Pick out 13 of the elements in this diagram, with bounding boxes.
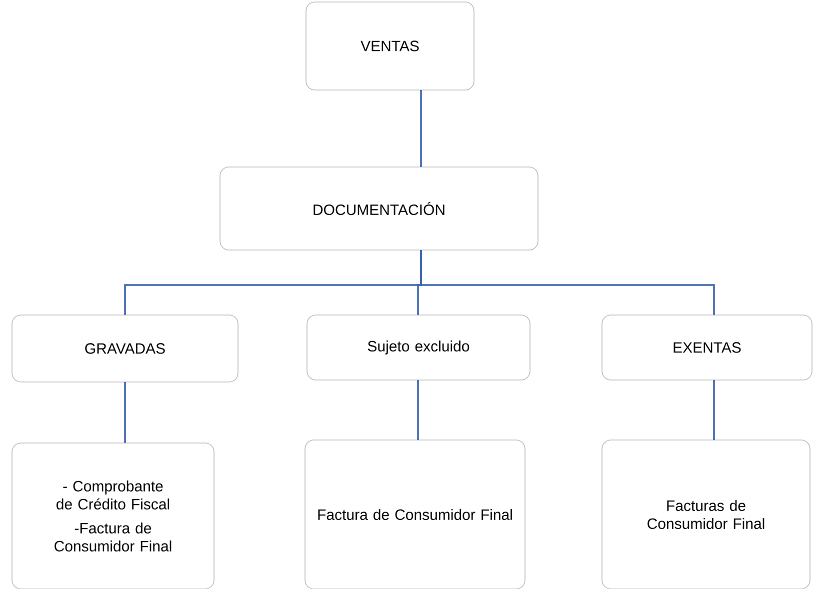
connector-line (420, 250, 715, 315)
box: EXENTAS (602, 314, 812, 380)
box: GRAVADAS (12, 314, 238, 382)
connector-line (417, 380, 419, 440)
box: Factura de Consumidor Final (304, 440, 526, 589)
box: Facturas de Consumidor Final (602, 440, 810, 589)
connector-line (420, 90, 422, 167)
box: DOCUMENTACIÓN (220, 166, 538, 250)
box: - Comprobante de Crédito Fiscal -Factura de Consumidor Final (12, 442, 214, 589)
box: VENTAS (306, 2, 474, 90)
connector-line (124, 382, 126, 443)
box: Sujeto excluido (306, 314, 530, 380)
connector-line (713, 380, 715, 440)
